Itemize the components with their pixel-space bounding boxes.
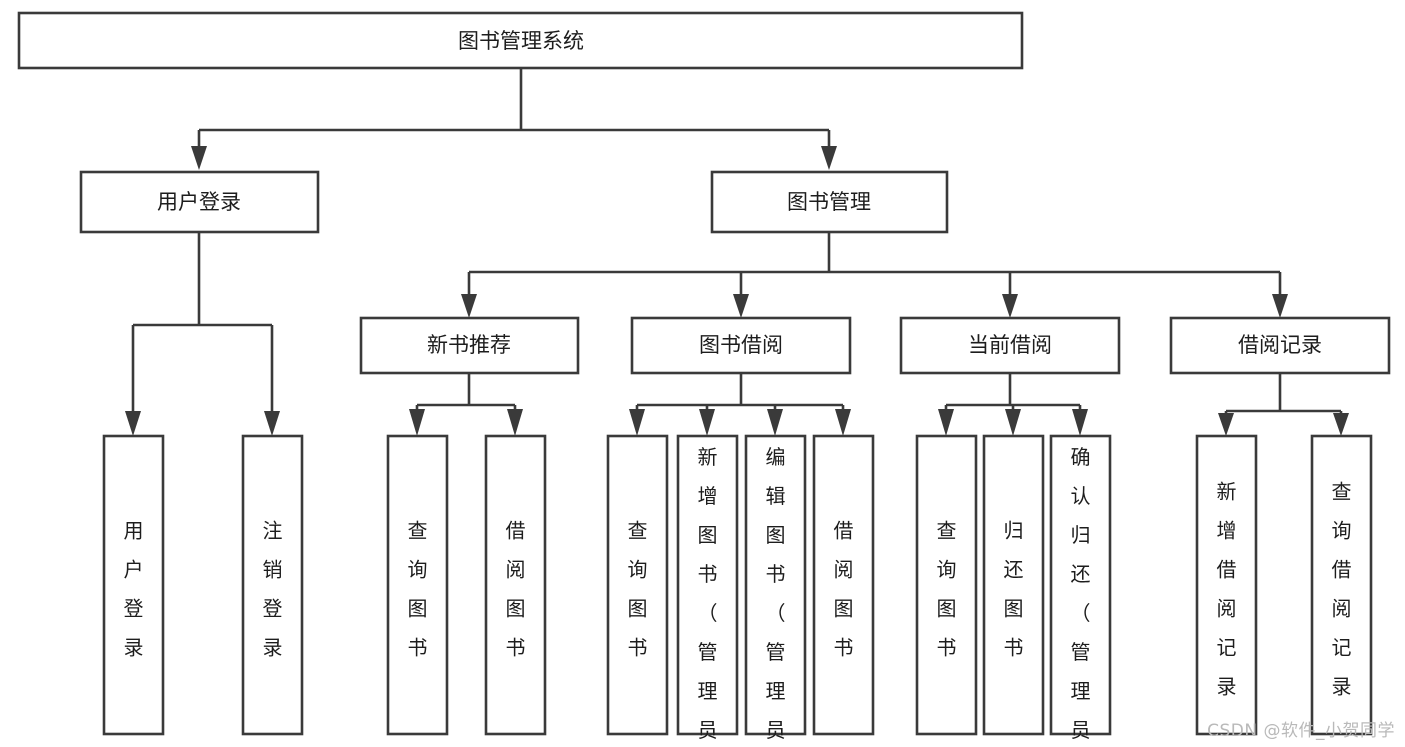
- node-current-borrow[interactable]: 当前借阅: [899, 316, 1121, 375]
- node-root-box[interactable]: [17, 11, 1024, 70]
- node-leaf-borrow-lend[interactable]: 借阅图书: [812, 434, 875, 736]
- node-borrow-record-box[interactable]: [1169, 316, 1391, 375]
- node-borrow-record[interactable]: 借阅记录: [1169, 316, 1391, 375]
- node-leaf-rec-query[interactable]: 查询图书: [386, 434, 449, 736]
- node-leaf-borrow-edit-label: 编辑图书（管理员）: [766, 445, 786, 747]
- node-user-login[interactable]: 用户登录: [79, 170, 320, 234]
- node-new-book-rec[interactable]: 新书推荐: [359, 316, 580, 375]
- connector-group-book-manage: [461, 232, 1288, 318]
- arrow-head-current-borrow: [1002, 294, 1018, 318]
- node-leaf-user-logout-box[interactable]: [241, 434, 304, 736]
- node-leaf-rec-query-box[interactable]: [386, 434, 449, 736]
- node-leaf-borrow-edit[interactable]: 编辑图书（管理员）: [744, 434, 807, 747]
- arrow-head-leaf-user-logout: [264, 411, 280, 436]
- node-leaf-rec-borrow-box[interactable]: [484, 434, 547, 736]
- arrow-head-leaf-rec-borrow: [507, 409, 523, 436]
- arrow-head-user-login: [191, 146, 207, 170]
- node-leaf-record-add-label: 新增借阅记录: [1217, 479, 1237, 698]
- node-leaf-record-add[interactable]: 新增借阅记录: [1195, 434, 1258, 736]
- node-leaf-user-logout[interactable]: 注销登录: [241, 434, 304, 736]
- node-leaf-current-confirm-label: 确认归还（管理员）: [1071, 445, 1091, 747]
- node-leaf-current-query[interactable]: 查询图书: [915, 434, 978, 736]
- node-leaf-user-login-label: 用户登录: [124, 518, 144, 659]
- node-leaf-borrow-add[interactable]: 新增图书（管理员）: [676, 434, 739, 747]
- node-leaf-current-return[interactable]: 归还图书: [982, 434, 1045, 736]
- arrow-head-leaf-current-confirm: [1072, 409, 1088, 436]
- arrow-head-leaf-current-return: [1005, 409, 1021, 436]
- node-book-borrow[interactable]: 图书借阅: [630, 316, 852, 375]
- node-leaf-borrow-query[interactable]: 查询图书: [606, 434, 669, 736]
- arrow-head-leaf-borrow-add: [699, 409, 715, 436]
- node-leaf-rec-query-label: 查询图书: [408, 518, 428, 659]
- node-leaf-borrow-add-box[interactable]: [676, 434, 739, 736]
- arrow-head-book-borrow: [733, 294, 749, 318]
- arrow-head-book-manage: [821, 146, 837, 170]
- csdn-watermark: CSDN @软件_小贺同学: [1207, 721, 1395, 741]
- node-book-manage-label: 图书管理: [787, 190, 871, 214]
- node-leaf-current-return-label: 归还图书: [1004, 518, 1024, 659]
- connector-group-current-borrow: [938, 373, 1088, 436]
- node-leaf-current-query-box[interactable]: [915, 434, 978, 736]
- node-user-login-label: 用户登录: [157, 190, 241, 214]
- node-book-borrow-box[interactable]: [630, 316, 852, 375]
- node-leaf-record-query-label: 查询借阅记录: [1332, 479, 1352, 698]
- connector-group-root: [191, 68, 837, 170]
- node-leaf-record-query[interactable]: 查询借阅记录: [1310, 434, 1373, 736]
- arrow-head-leaf-user-login: [125, 411, 141, 436]
- node-borrow-record-label: 借阅记录: [1238, 333, 1322, 357]
- node-leaf-borrow-query-label: 查询图书: [628, 518, 648, 659]
- node-leaf-borrow-edit-box[interactable]: [744, 434, 807, 736]
- node-new-book-rec-box[interactable]: [359, 316, 580, 375]
- node-current-borrow-box[interactable]: [899, 316, 1121, 375]
- node-leaf-rec-borrow[interactable]: 借阅图书: [484, 434, 547, 736]
- node-leaf-current-query-label: 查询图书: [937, 518, 957, 659]
- node-current-borrow-label: 当前借阅: [968, 333, 1052, 357]
- node-new-book-rec-label: 新书推荐: [427, 333, 511, 357]
- node-leaf-borrow-lend-label: 借阅图书: [834, 518, 854, 659]
- node-book-manage[interactable]: 图书管理: [710, 170, 949, 234]
- node-leaf-user-login[interactable]: 用户登录: [102, 434, 165, 736]
- node-leaf-user-login-box[interactable]: [102, 434, 165, 736]
- connector-group-new-book-rec: [409, 373, 523, 436]
- node-leaf-current-confirm-box[interactable]: [1049, 434, 1112, 736]
- arrow-head-borrow-record: [1272, 294, 1288, 318]
- node-book-borrow-label: 图书借阅: [699, 333, 783, 357]
- arrow-head-leaf-borrow-edit: [767, 409, 783, 436]
- arrow-head-new-book-rec: [461, 294, 477, 318]
- node-leaf-borrow-lend-box[interactable]: [812, 434, 875, 736]
- node-leaf-borrow-add-label: 新增图书（管理员）: [698, 445, 718, 747]
- node-leaf-record-add-box[interactable]: [1195, 434, 1258, 736]
- connector-group-book-borrow: [629, 373, 851, 436]
- node-book-manage-box[interactable]: [710, 170, 949, 234]
- node-root-label: 图书管理系统: [458, 29, 584, 53]
- node-leaf-record-query-box[interactable]: [1310, 434, 1373, 736]
- arrow-head-leaf-borrow-lend: [835, 409, 851, 436]
- connector-group-borrow-record: [1218, 373, 1349, 436]
- node-leaf-current-return-box[interactable]: [982, 434, 1045, 736]
- node-leaf-rec-borrow-label: 借阅图书: [506, 518, 526, 659]
- connector-group-user-login: [125, 232, 280, 436]
- arrow-head-leaf-current-query: [938, 409, 954, 436]
- node-root[interactable]: 图书管理系统: [17, 11, 1024, 70]
- node-leaf-borrow-query-box[interactable]: [606, 434, 669, 736]
- node-leaf-current-confirm[interactable]: 确认归还（管理员）: [1049, 434, 1112, 747]
- arrow-head-leaf-rec-query: [409, 409, 425, 436]
- arrow-head-leaf-borrow-query: [629, 409, 645, 436]
- arrow-head-leaf-record-add: [1218, 413, 1234, 436]
- node-user-login-box[interactable]: [79, 170, 320, 234]
- arrow-head-leaf-record-query: [1333, 413, 1349, 436]
- node-leaf-user-logout-label: 注销登录: [263, 518, 283, 659]
